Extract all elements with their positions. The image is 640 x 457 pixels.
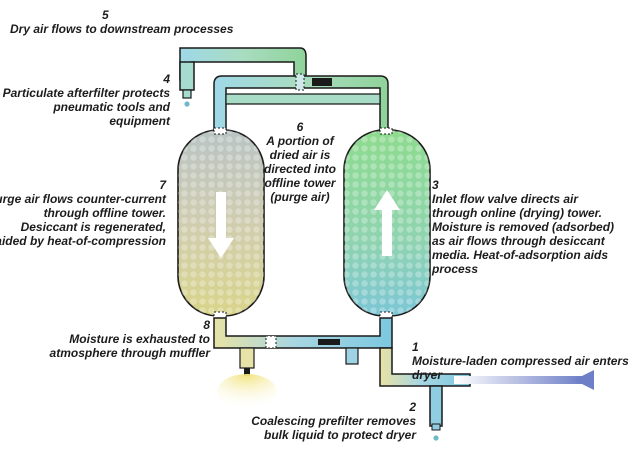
upward-flow-arrow: [374, 190, 400, 256]
label-step-1: 1 Moisture-laden compressed air enters d…: [412, 340, 634, 382]
step-6-line-4: offline tower: [264, 176, 336, 190]
label-step-6: 6 A portion of dried air is directed int…: [262, 120, 338, 204]
exhaust-muffler: [217, 347, 277, 410]
purge-manifold-pipe: [225, 93, 381, 105]
step-7-line-3: Desiccant is regenerated,: [20, 220, 166, 234]
step-5-number: 5: [102, 8, 109, 22]
step-4-number: 4: [163, 72, 170, 86]
top-check-valve: [295, 73, 332, 91]
step-4-line-1: Particulate afterfilter protects: [2, 86, 170, 100]
step-8-line-1: Moisture is exhausted to: [69, 332, 210, 346]
coalescing-prefilter: [431, 423, 441, 441]
label-step-3: 3 Inlet flow valve directs air through o…: [432, 178, 632, 276]
step-5-text: Dry air flows to downstream processes: [10, 22, 234, 36]
step-8-number: 8: [203, 318, 210, 332]
step-6-line-2: dried air is: [269, 148, 331, 162]
bottom-manifold-pipe: [213, 317, 393, 349]
step-2-line-1: Coalescing prefilter removes: [251, 414, 416, 428]
inlet-pipe: [379, 347, 471, 387]
step-6-number: 6: [296, 120, 304, 134]
step-3-line-5: media. Heat-of-adsorption aids: [432, 248, 609, 262]
step-3-line-6: process: [432, 262, 479, 276]
step-3-number: 3: [432, 178, 439, 192]
step-3-line-3: Moisture is removed (adsorbed): [432, 220, 615, 234]
step-3-line-4: as air flows through desiccant: [432, 234, 605, 248]
particulate-afterfilter: [179, 61, 195, 107]
step-1-number: 1: [412, 340, 419, 354]
downward-flow-arrow: [208, 192, 234, 258]
label-step-4: 4 Particulate afterfilter protects pneum…: [0, 72, 170, 128]
step-6-line-1: A portion of: [266, 134, 334, 148]
step-2-line-2: bulk liquid to protect dryer: [263, 428, 416, 442]
step-2-number: 2: [409, 400, 416, 414]
label-step-7: 7 Purge air flows counter-current throug…: [0, 178, 166, 248]
step-6-line-3: directed into: [263, 162, 336, 176]
label-step-8: 8 Moisture is exhausted to atmosphere th…: [30, 318, 210, 360]
step-8-line-2: atmosphere through muffler: [49, 346, 210, 360]
step-3-line-2: through online (drying) tower.: [432, 206, 602, 220]
step-1-text: Moisture-laden compressed air enters dry…: [412, 354, 629, 382]
prefilter-pipe: [429, 385, 443, 427]
step-7-line-4: aided by heat-of-compression: [0, 234, 166, 248]
label-step-2: 2 Coalescing prefilter removes bulk liqu…: [216, 400, 416, 442]
step-3-line-1: Inlet flow valve directs air: [432, 192, 579, 206]
step-7-line-1: Purge air flows counter-current: [0, 192, 166, 206]
inlet-air-arrow: [454, 370, 594, 390]
step-7-line-2: through offline tower.: [43, 206, 166, 220]
step-6-line-5: (purge air): [270, 190, 330, 204]
step-4-line-2: pneumatic tools and equipment: [53, 100, 170, 128]
bottom-switching-valve: [265, 335, 359, 365]
label-step-5: 5 Dry air flows to downstream processes: [10, 8, 233, 36]
step-7-number: 7: [159, 178, 166, 192]
